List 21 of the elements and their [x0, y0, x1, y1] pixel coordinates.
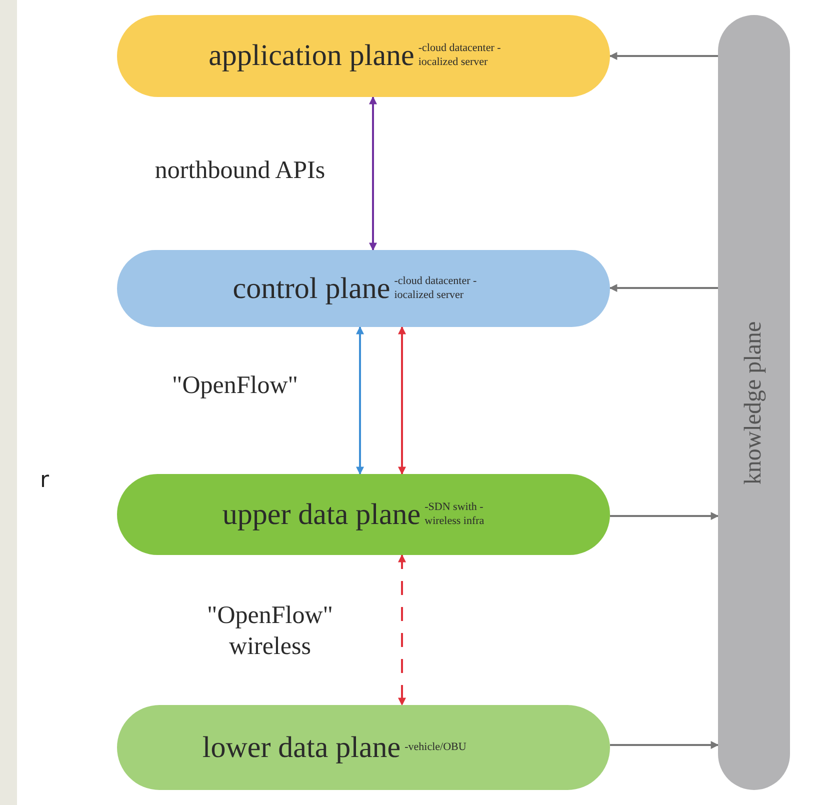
edge-label: northbound APIs — [154, 156, 326, 186]
plane-details: -SDN swith -wireless infra — [424, 500, 486, 528]
plane-details: -cloud datacenter -iocalized server — [394, 274, 478, 302]
plane-title: application plane — [208, 39, 414, 73]
arrow — [609, 284, 718, 292]
plane-details: -cloud datacenter -iocalized server — [418, 42, 502, 70]
edge-label: "OpenFlow" — [171, 371, 299, 401]
arrow — [609, 52, 718, 60]
plane-title: control plane — [232, 272, 390, 306]
arrow — [398, 326, 406, 475]
plane-details: -vehicle/OBU — [404, 740, 468, 754]
arrow — [356, 326, 364, 475]
plane-title: lower data plane — [202, 730, 401, 764]
arrow — [610, 512, 719, 520]
edge-label: "OpenFlow" wireless — [206, 601, 334, 662]
plane-title: upper data plane — [222, 498, 421, 532]
arrow — [369, 96, 377, 251]
arrow — [398, 554, 406, 706]
arrow — [610, 741, 719, 749]
plane-title: knowledge plane — [740, 320, 768, 484]
cut-off-text: r — [40, 468, 50, 493]
